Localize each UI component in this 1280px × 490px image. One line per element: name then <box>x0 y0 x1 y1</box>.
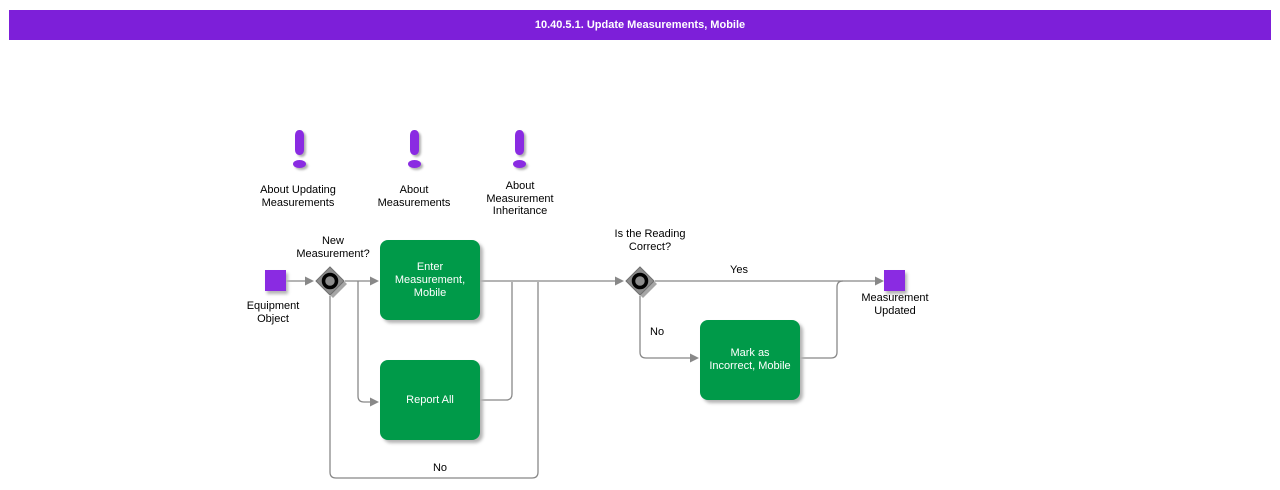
merge-circle-icon <box>631 272 649 290</box>
exclamation-icon[interactable] <box>408 130 422 168</box>
edge-no-loop <box>329 282 539 479</box>
edge-label-no: No <box>650 326 665 338</box>
edge-mark-incorrect-merge <box>800 280 844 359</box>
page-title: 10.40.5.1. Update Measurements, Mobile <box>9 10 1271 40</box>
arrowhead-icon <box>370 276 379 286</box>
diamond-shape <box>315 266 345 296</box>
decision-new-measurement <box>315 266 347 298</box>
arrowhead-icon <box>305 276 314 286</box>
end-node-measurement-updated <box>884 270 905 291</box>
exclamation-bar <box>410 130 419 155</box>
diamond-shape <box>625 266 655 296</box>
activity-label: Report All <box>406 393 454 406</box>
exclamation-icon[interactable] <box>293 130 307 168</box>
edge-decision2-no-branch <box>639 296 690 359</box>
exclamation-dot <box>408 160 421 168</box>
edge-label-no-loop: No <box>432 462 448 474</box>
exclamation-dot <box>293 160 306 168</box>
activity-report-all[interactable]: Report All <box>380 360 480 440</box>
arrowhead-icon <box>690 353 699 363</box>
arrowhead-icon <box>875 276 884 286</box>
arrowhead-icon <box>370 397 379 407</box>
exclamation-bar <box>295 130 304 155</box>
exclamation-icon[interactable] <box>513 130 527 168</box>
merge-circle-icon <box>321 272 339 290</box>
start-node-equipment-object <box>265 270 286 291</box>
arrowhead-icon <box>615 276 624 286</box>
exclamation-bar <box>515 130 524 155</box>
exclamation-dot <box>513 160 526 168</box>
edge-decision1-to-report-all <box>357 281 370 403</box>
decision-reading-correct <box>625 266 657 298</box>
edge-label-yes: Yes <box>730 264 748 276</box>
edge-report-all-merge <box>480 282 513 401</box>
